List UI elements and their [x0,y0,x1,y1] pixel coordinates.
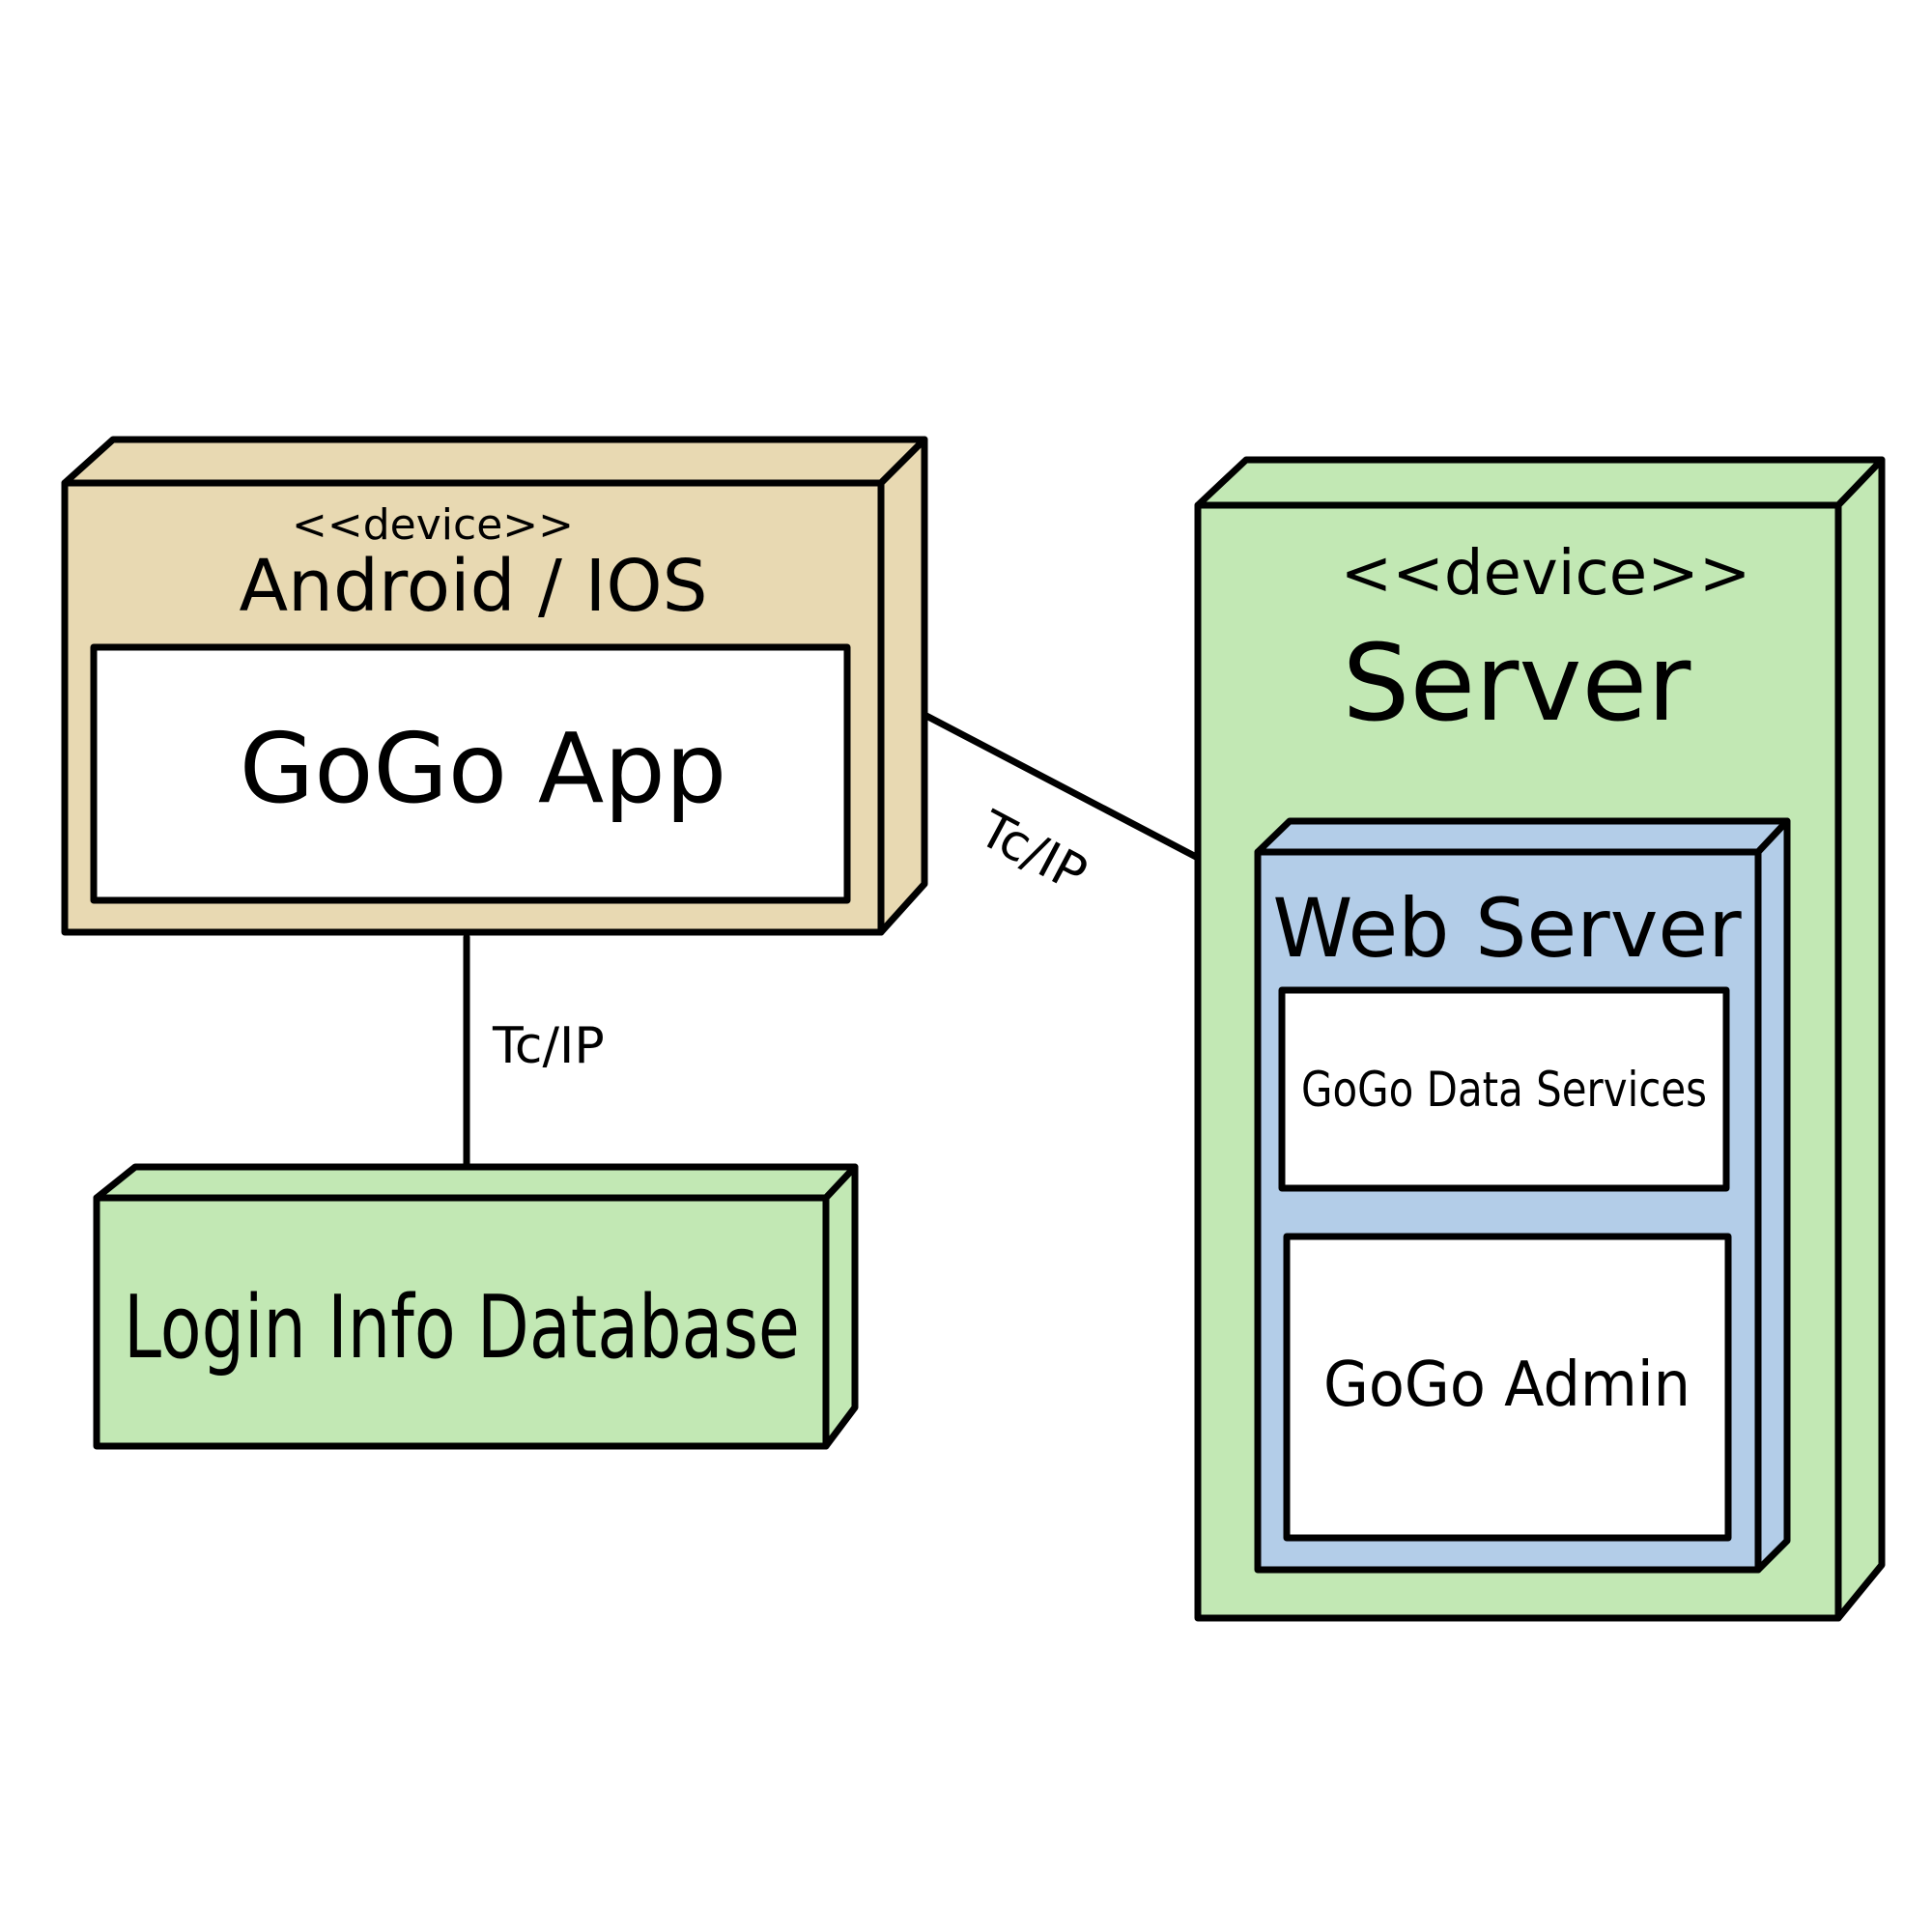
database-top-face [93,1163,859,1202]
database-side-face [822,1163,859,1450]
gogo-app-label: GoGo App [240,712,727,825]
gogo-data-services-label: GoGo Data Services [1301,1062,1707,1118]
server-top-face [1194,456,1886,509]
gogo-data-services-component [1278,986,1730,1192]
mobile-device-side-face [877,436,928,936]
web-server-name: Web Server [1272,881,1742,976]
connection-label-app-server: Tc/IP [969,800,1095,904]
gogo-admin-label: GoGo Admin [1323,1350,1690,1421]
connection-label-app-database: Tc/IP [492,1017,605,1075]
server-name: Server [1343,621,1691,745]
server-stereotype: <<device>> [1341,538,1751,610]
mobile-device-name: Android / IOS [239,545,707,628]
gogo-admin-component [1283,1233,1732,1542]
web-server-node: Web Server GoGo Data Services GoGo Admin [1254,817,1791,1574]
connection-app-server [880,690,1202,862]
web-server-top-face [1254,817,1791,856]
mobile-device-top-face [61,436,928,487]
database-name: Login Info Database [124,1277,800,1378]
mobile-device-stereotype: <<device>> [292,500,574,550]
server-device-node: <<device>> Server Web Server GoGo Data S… [1194,456,1886,1622]
database-front-face [93,1194,830,1450]
database-node: Login Info Database [93,1163,859,1450]
web-server-side-face [1754,817,1791,1574]
server-side-face [1834,456,1886,1622]
gogo-app-component [90,643,851,904]
mobile-device-node: <<device>> Android / IOS GoGo App [61,436,928,936]
